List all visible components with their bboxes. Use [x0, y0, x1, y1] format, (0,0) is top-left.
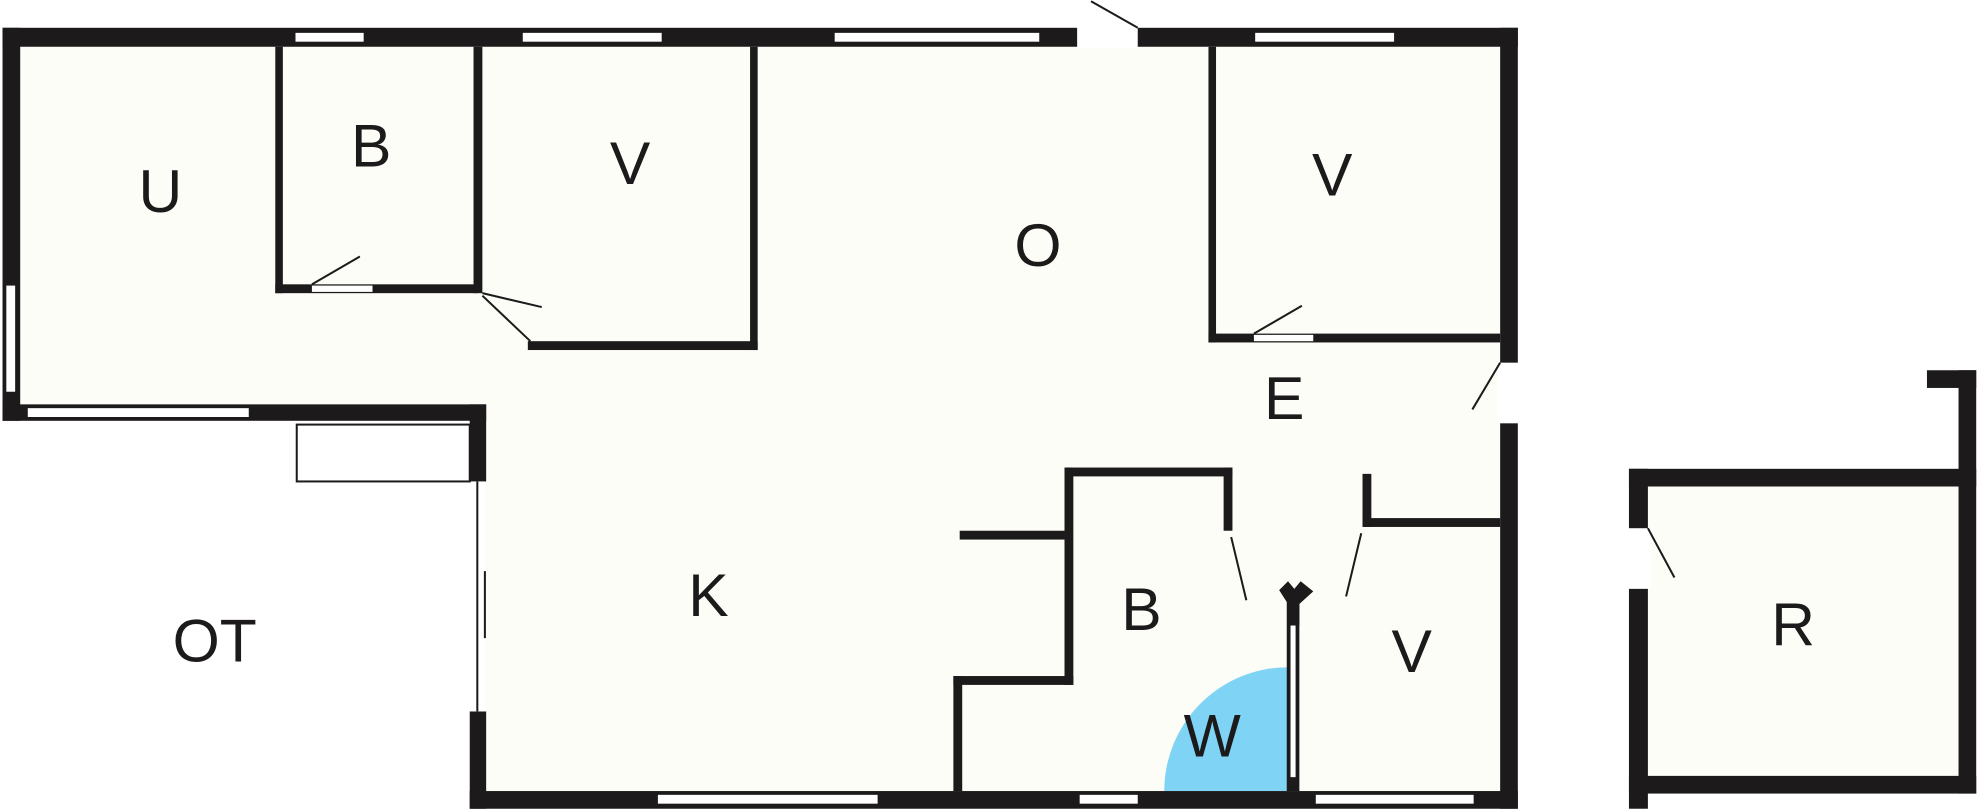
shed-walls: [1626, 370, 1977, 809]
floor-area: [20, 46, 1959, 792]
room-label-bath-top: B: [351, 111, 391, 179]
room-label-entrance: E: [1264, 364, 1304, 432]
room-label-bedroom-1: V: [610, 129, 651, 197]
terrace-fixture: [295, 423, 471, 483]
room-label-bath-bottom: B: [1121, 575, 1161, 643]
washer-area: [1164, 667, 1289, 792]
room-label-bedroom-3: V: [1392, 617, 1433, 685]
room-label-terrace: OT: [173, 607, 257, 675]
room-label-washer: W: [1184, 702, 1242, 770]
doors: [1077, 0, 1521, 424]
room-label-kitchen: K: [688, 561, 728, 629]
windows: [6, 32, 1474, 804]
interior-walls: [275, 46, 1501, 792]
room-label-shed: R: [1771, 590, 1815, 658]
room-label-living: O: [1014, 211, 1061, 279]
room-label-bedroom-2: V: [1312, 140, 1353, 208]
room-label-utility: U: [138, 157, 182, 225]
